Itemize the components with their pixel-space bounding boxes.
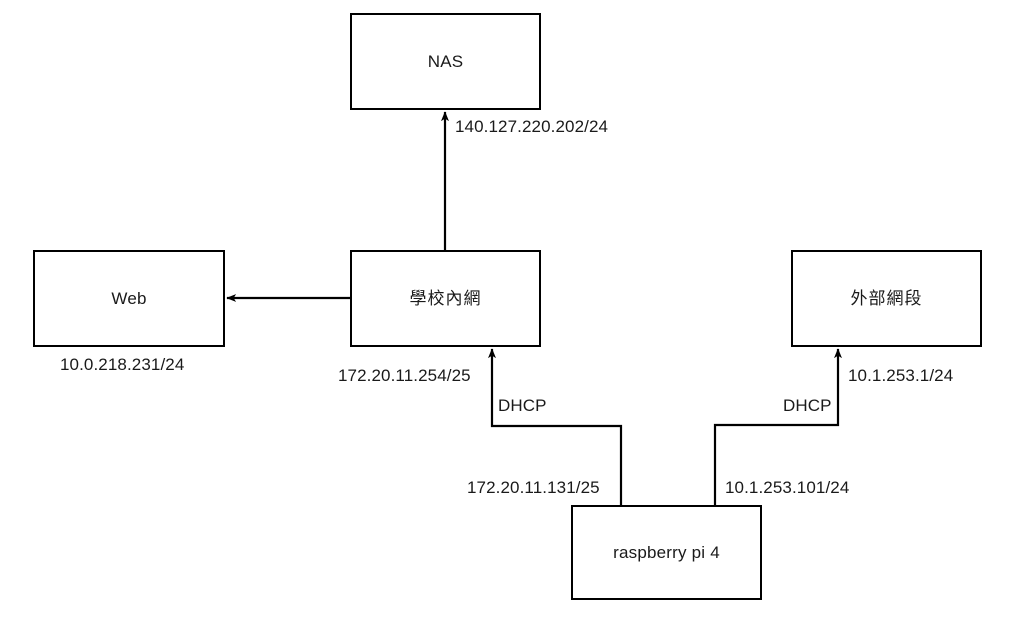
- node-external-segment-label: 外部網段: [850, 289, 923, 308]
- edge-label-external-ip: 10.1.253.1/24: [848, 366, 954, 385]
- node-school-intranet[interactable]: 學校內網: [350, 250, 541, 347]
- edge-label-dhcp-right: DHCP: [783, 396, 832, 415]
- node-external-segment[interactable]: 外部網段: [791, 250, 982, 347]
- edge-label-rpi-eth0-ip: 172.20.11.131/25: [467, 478, 600, 497]
- node-raspberry-pi[interactable]: raspberry pi 4: [571, 505, 762, 600]
- node-web[interactable]: Web: [33, 250, 225, 347]
- node-web-label: Web: [111, 289, 147, 308]
- node-nas-label: NAS: [427, 52, 464, 71]
- edge-label-dhcp-left: DHCP: [498, 396, 547, 415]
- edge-rpi-to-external: [713, 348, 842, 505]
- edge-label-web-ip: 10.0.218.231/24: [60, 355, 185, 374]
- edge-label-intranet-ip: 172.20.11.254/25: [338, 366, 471, 385]
- edge-label-nas-ip: 140.127.220.202/24: [455, 117, 609, 136]
- node-raspberry-pi-label: raspberry pi 4: [613, 543, 720, 562]
- node-nas[interactable]: NAS: [350, 13, 541, 110]
- edge-rpi-to-intranet: [488, 348, 623, 505]
- node-school-intranet-label: 學校內網: [409, 289, 482, 308]
- edge-label-rpi-eth1-ip: 10.1.253.101/24: [725, 478, 850, 497]
